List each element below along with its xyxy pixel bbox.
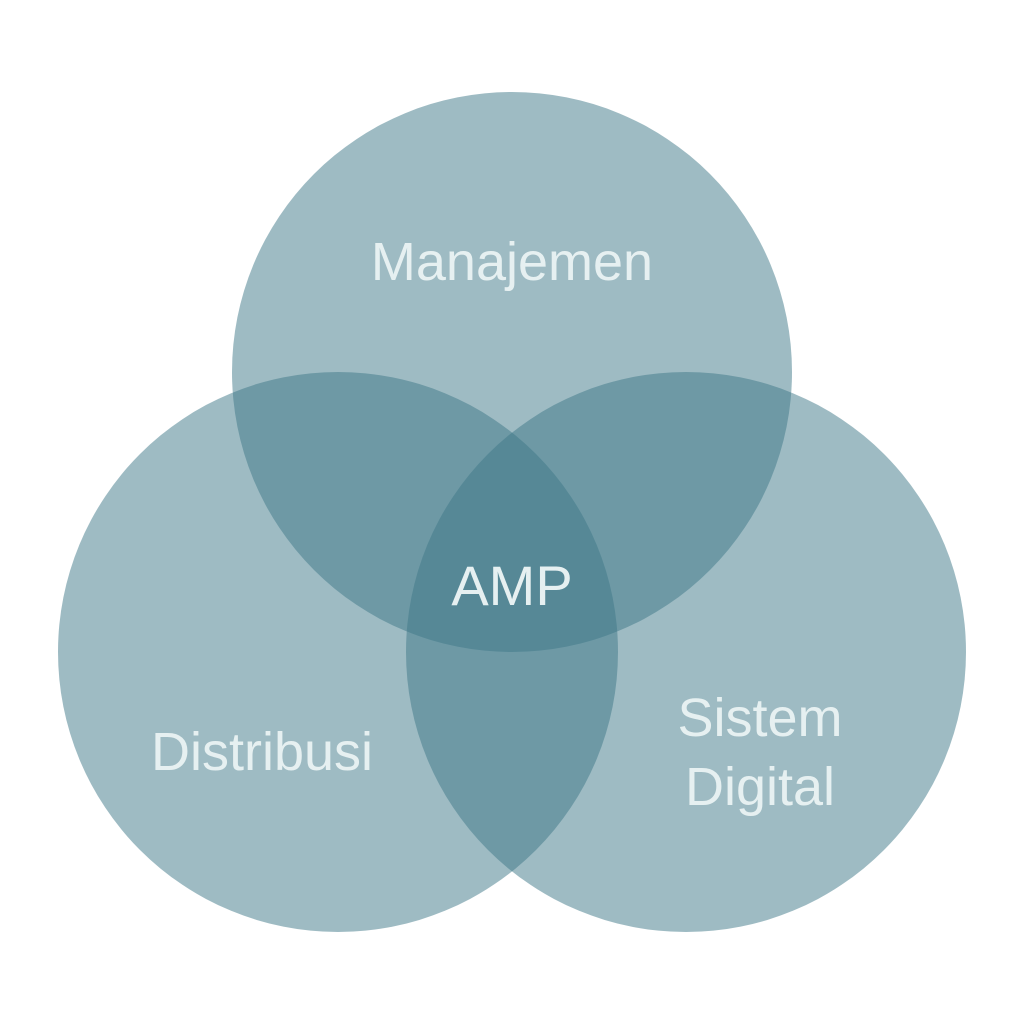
venn-labels: Manajemen Distribusi Sistem Digital AMP xyxy=(151,232,843,817)
label-distribusi: Distribusi xyxy=(151,722,373,782)
venn-circles xyxy=(58,92,966,932)
label-sistem: Sistem xyxy=(677,688,842,748)
label-manajemen: Manajemen xyxy=(371,232,653,292)
label-center-amp: AMP xyxy=(451,554,572,617)
label-digital: Digital xyxy=(685,757,835,817)
circle-sistem-digital xyxy=(406,372,966,932)
